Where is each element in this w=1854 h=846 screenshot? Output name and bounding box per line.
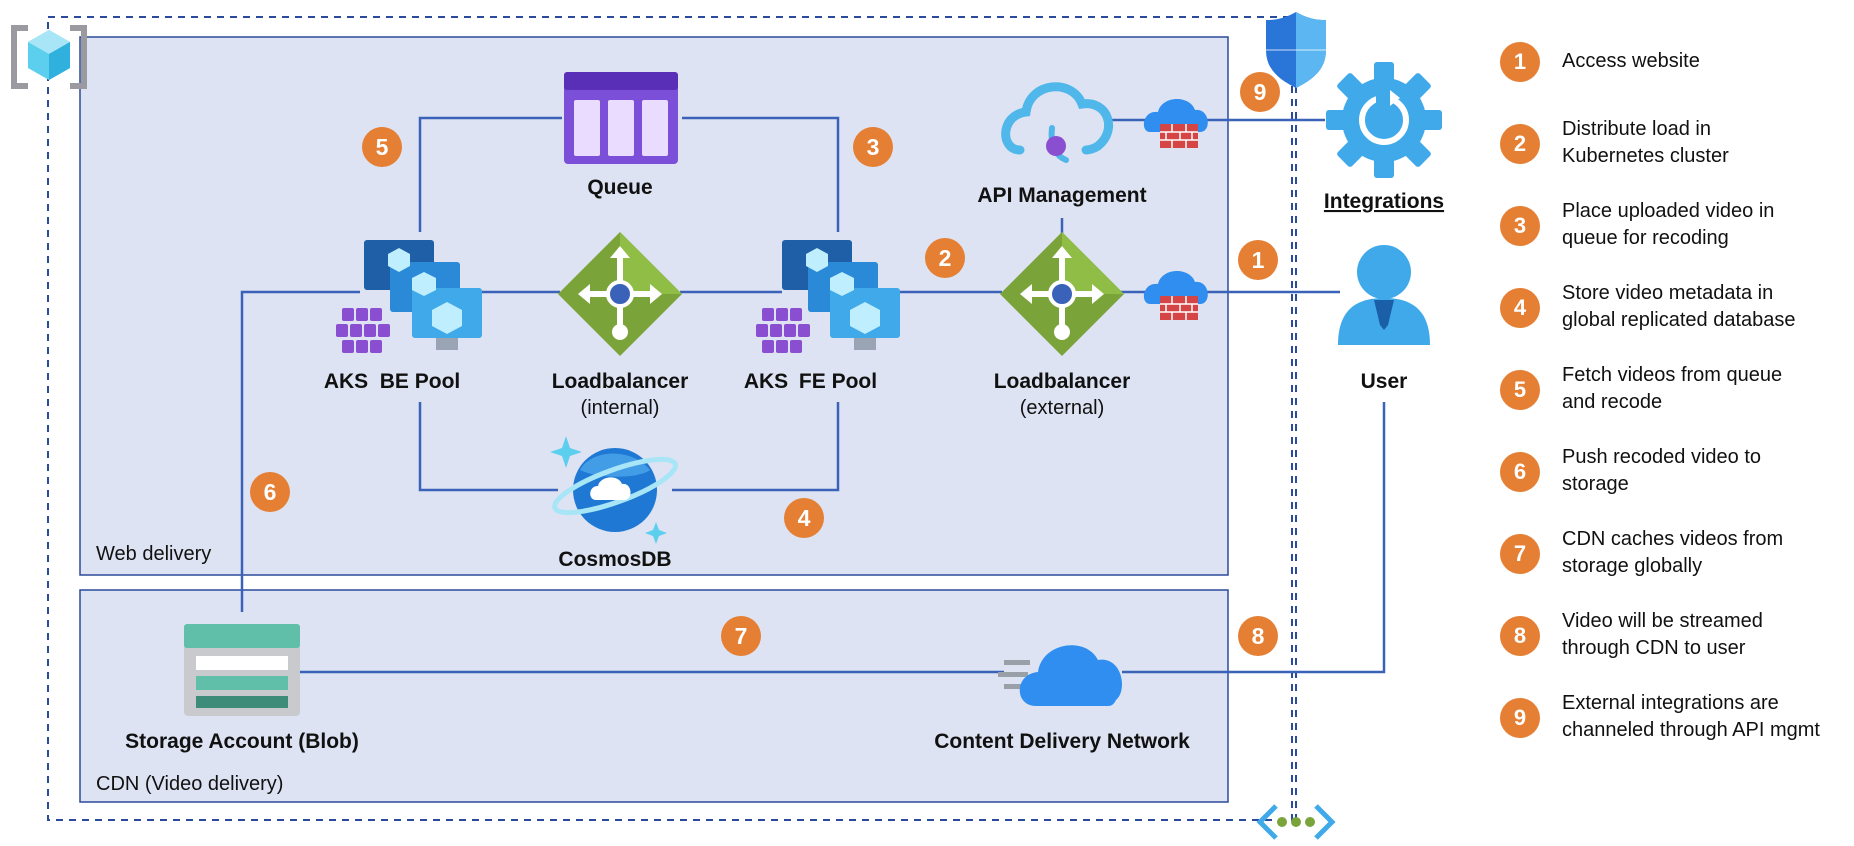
step-badge-9: 9 bbox=[1240, 72, 1280, 112]
legend-item-5: 5 Fetch videos from queue and recode bbox=[1500, 364, 1852, 416]
user-label: User bbox=[1361, 370, 1408, 393]
zone-cdn-label: CDN (Video delivery) bbox=[96, 773, 283, 795]
shield-icon bbox=[1266, 12, 1326, 88]
loadbalancer-external-label: Loadbalancer bbox=[994, 370, 1131, 393]
aks-fe-pods-icon bbox=[756, 308, 810, 353]
fe-pool-vm-icon bbox=[782, 240, 900, 350]
firewall-top-icon bbox=[1143, 98, 1208, 148]
legend-badge: 9 bbox=[1500, 698, 1540, 738]
svg-text:7: 7 bbox=[735, 623, 748, 649]
legend-text: Place uploaded video in queue for recodi… bbox=[1562, 200, 1775, 249]
legend-item-8: 8 Video will be streamed through CDN to … bbox=[1500, 610, 1852, 662]
legend-badge: 4 bbox=[1500, 288, 1540, 328]
aks-be-label: AKS bbox=[324, 370, 368, 393]
cosmos-to-fe-line bbox=[672, 402, 840, 492]
aks-be-pods-icon bbox=[336, 308, 390, 353]
cosmosdb-icon bbox=[550, 436, 678, 544]
legend-badge: 7 bbox=[1500, 534, 1540, 574]
firewall-bottom-icon bbox=[1143, 270, 1208, 320]
fe-pool-label: FE Pool bbox=[799, 370, 877, 393]
be-to-storage-line bbox=[240, 290, 360, 612]
cosmosdb-label: CosmosDB bbox=[558, 548, 671, 571]
legend-text: Store video metadata in global replicate… bbox=[1562, 282, 1796, 331]
cdn-icon bbox=[998, 645, 1122, 706]
legend-item-3: 3 Place uploaded video in queue for reco… bbox=[1500, 200, 1852, 252]
svg-text:8: 8 bbox=[1252, 623, 1265, 649]
zone-web-label: Web delivery bbox=[96, 543, 211, 565]
legend-badge: 6 bbox=[1500, 452, 1540, 492]
outer-boundary bbox=[47, 16, 1293, 821]
legend-item-4: 4 Store video metadata in global replica… bbox=[1500, 282, 1852, 334]
svg-text:5: 5 bbox=[376, 134, 389, 160]
api-management-icon bbox=[1001, 82, 1113, 163]
svg-text:9: 9 bbox=[1254, 79, 1267, 105]
svg-text:1: 1 bbox=[1252, 247, 1265, 273]
be-to-cosmos-line bbox=[418, 402, 558, 492]
user-icon bbox=[1338, 245, 1430, 345]
svg-text:4: 4 bbox=[798, 505, 811, 531]
step-badge-6: 6 bbox=[250, 472, 290, 512]
loadbalancer-external-sublabel: (external) bbox=[1020, 397, 1104, 419]
api-management-label: API Management bbox=[977, 184, 1146, 207]
legend-text: Distribute load in Kubernetes cluster bbox=[1562, 118, 1729, 167]
loadbalancer-internal-icon bbox=[558, 232, 682, 356]
step-badge-7: 7 bbox=[721, 616, 761, 656]
legend-text: External integrations are channeled thro… bbox=[1562, 692, 1820, 741]
queue-icon bbox=[564, 72, 678, 164]
legend-item-2: 2 Distribute load in Kubernetes cluster bbox=[1500, 118, 1852, 170]
cdn-to-user-line bbox=[1122, 402, 1386, 674]
connectors bbox=[240, 116, 1386, 674]
storage-account-icon bbox=[184, 624, 300, 716]
legend-item-6: 6 Push recoded video to storage bbox=[1500, 446, 1852, 498]
integrations-label: Integrations bbox=[1324, 190, 1444, 213]
cdn-label: Content Delivery Network bbox=[934, 730, 1190, 753]
legend-badge: 3 bbox=[1500, 206, 1540, 246]
storage-account-label: Storage Account (Blob) bbox=[125, 730, 359, 753]
legend-badge: 8 bbox=[1500, 616, 1540, 656]
loadbalancer-external-icon bbox=[1000, 232, 1124, 356]
step-badge-8: 8 bbox=[1238, 616, 1278, 656]
step-badge-3: 3 bbox=[853, 127, 893, 167]
loadbalancer-internal-label: Loadbalancer bbox=[552, 370, 689, 393]
legend-text: Fetch videos from queue and recode bbox=[1562, 364, 1783, 413]
aks-fe-label: AKS bbox=[744, 370, 788, 393]
queue-to-be-line bbox=[418, 116, 562, 232]
be-pool-vm-icon bbox=[364, 240, 482, 350]
queue-to-fe-line bbox=[682, 116, 840, 232]
legend-item-1: 1 Access website bbox=[1500, 42, 1852, 82]
step-badge-2: 2 bbox=[925, 238, 965, 278]
loadbalancer-internal-sublabel: (internal) bbox=[581, 397, 660, 419]
step-badge-5: 5 bbox=[362, 127, 402, 167]
queue-label: Queue bbox=[587, 176, 652, 199]
legend-item-9: 9 External integrations are channeled th… bbox=[1500, 692, 1852, 744]
legend-text: Access website bbox=[1562, 50, 1700, 72]
virtual-network-icon bbox=[1256, 804, 1336, 840]
legend-badge: 1 bbox=[1500, 42, 1540, 82]
legend-text: CDN caches videos from storage globally bbox=[1562, 528, 1784, 577]
svg-text:6: 6 bbox=[264, 479, 277, 505]
legend-badge: 5 bbox=[1500, 370, 1540, 410]
legend-text: Push recoded video to storage bbox=[1562, 446, 1762, 495]
svg-text:2: 2 bbox=[939, 245, 952, 271]
legend-item-7: 7 CDN caches videos from storage globall… bbox=[1500, 528, 1852, 580]
legend-badge: 2 bbox=[1500, 124, 1540, 164]
be-pool-label: BE Pool bbox=[380, 370, 461, 393]
step-badge-1: 1 bbox=[1238, 240, 1278, 280]
integrations-gear-icon bbox=[1326, 62, 1442, 178]
svg-text:3: 3 bbox=[867, 134, 880, 160]
step-badge-4: 4 bbox=[784, 498, 824, 538]
aks-logo-icon bbox=[11, 25, 87, 89]
legend-text: Video will be streamed through CDN to us… bbox=[1562, 610, 1763, 659]
